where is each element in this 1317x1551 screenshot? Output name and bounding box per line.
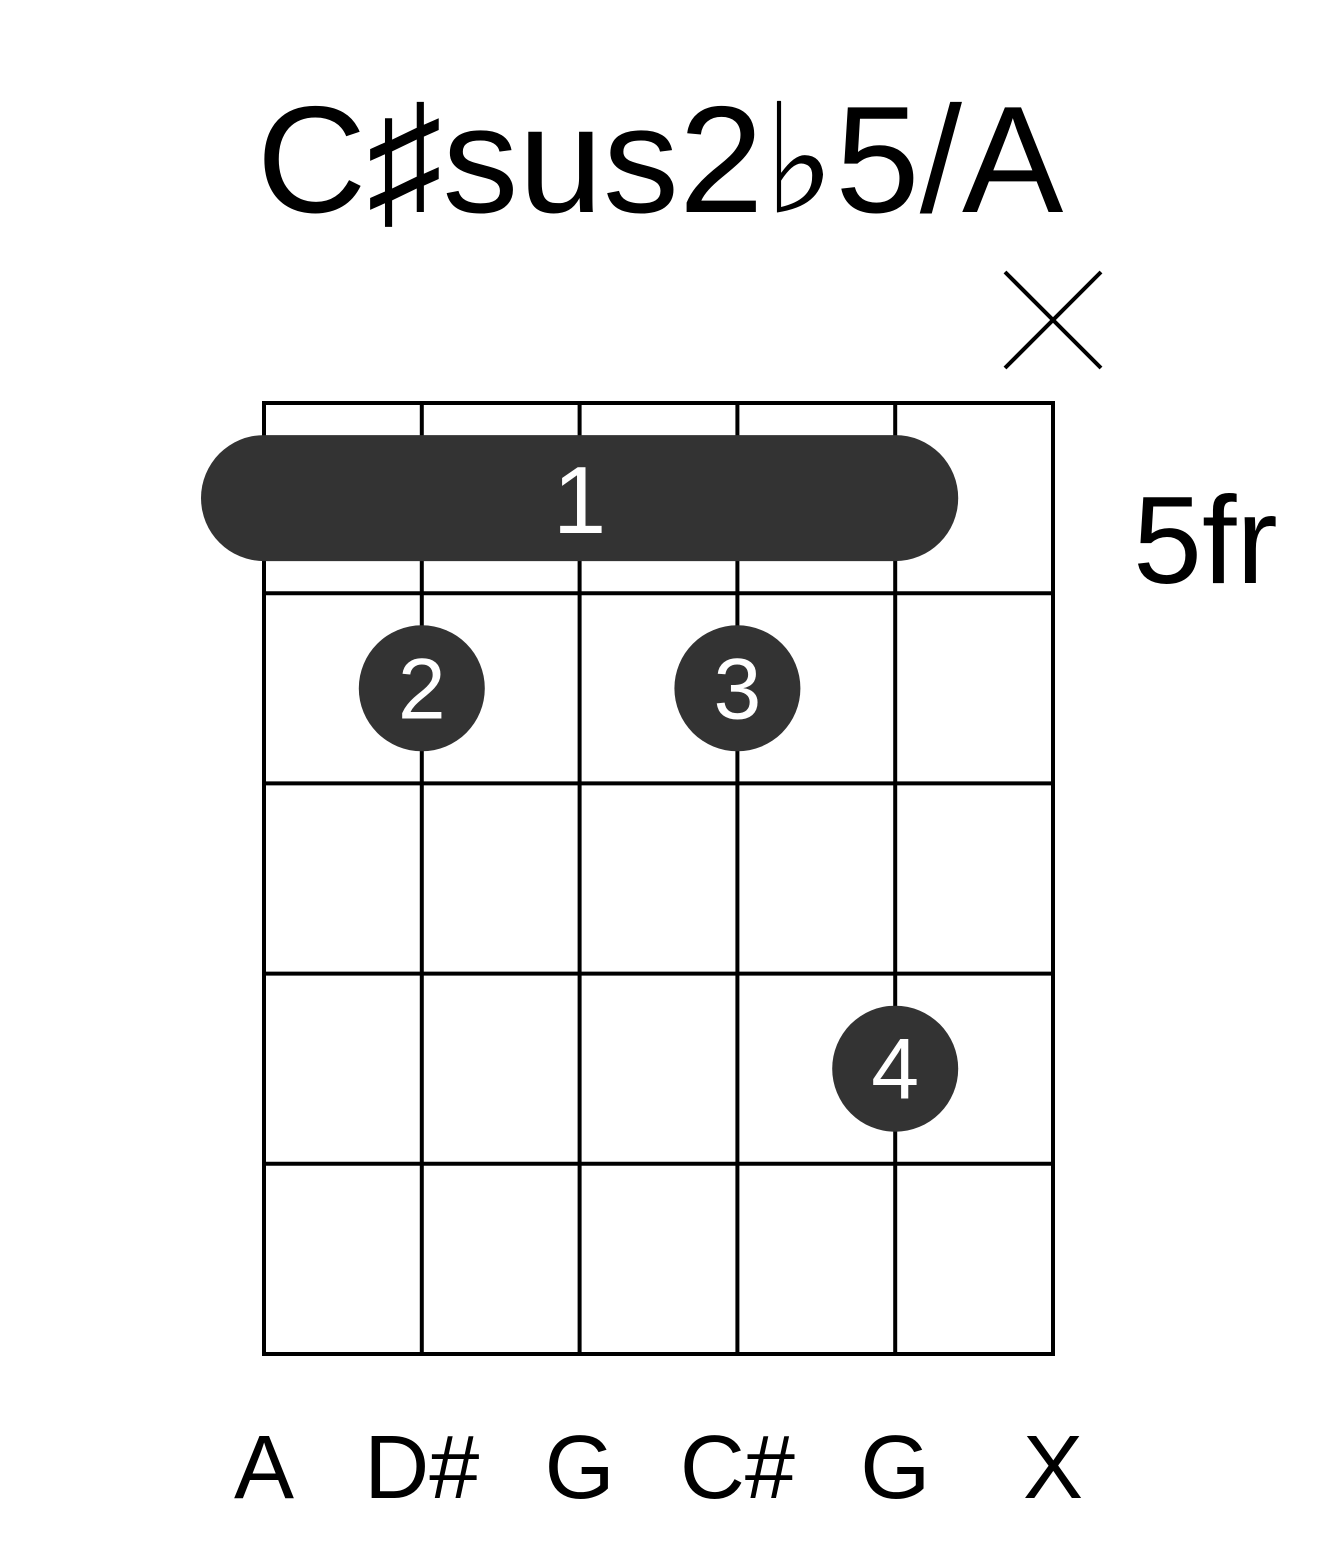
string-note-label: G — [545, 1418, 615, 1518]
start-fret-label: 5fr — [1133, 472, 1278, 610]
fretboard-grid — [262, 401, 1055, 1356]
string-note-label: X — [1023, 1418, 1083, 1518]
string-note-label: G — [860, 1418, 930, 1518]
barre-finger-number: 1 — [553, 447, 606, 554]
muted-string-icon — [1003, 270, 1103, 370]
finger-dot — [358, 625, 485, 752]
finger-dot — [674, 625, 801, 752]
barre-marker — [201, 435, 959, 562]
finger-markers: 1 2 3 4 — [201, 435, 959, 1132]
string-note-label: A — [234, 1418, 294, 1518]
finger-number: 3 — [713, 641, 761, 737]
string-note-label: D# — [364, 1418, 479, 1518]
string-note-label: C# — [680, 1418, 795, 1518]
muted-string-markers — [1003, 270, 1103, 370]
chord-title: C♯sus2♭5/A — [257, 75, 1064, 245]
finger-number: 4 — [871, 1022, 919, 1118]
finger-number: 2 — [398, 641, 446, 737]
finger-dot — [832, 1005, 959, 1132]
